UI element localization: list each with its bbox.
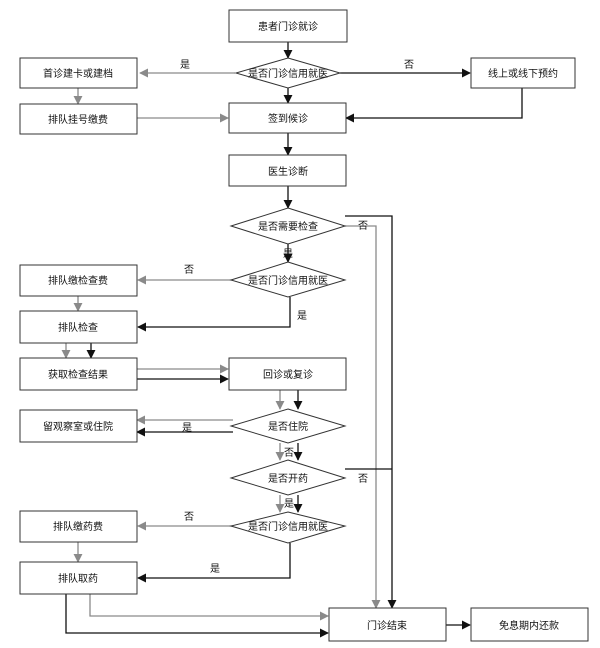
node-return-visit-label: 回诊或复诊 bbox=[263, 368, 313, 381]
label-q5-no: 否 bbox=[358, 473, 368, 485]
label-q1-no: 否 bbox=[404, 59, 414, 71]
node-doctor-diagnosis-label: 医生诊断 bbox=[268, 165, 308, 178]
node-repay-label: 免息期内还款 bbox=[499, 619, 559, 632]
decision-credit-2: 是否门诊信用就医 bbox=[229, 261, 347, 298]
edge-q6-yes bbox=[137, 543, 291, 583]
node-return-visit: 回诊或复诊 bbox=[228, 357, 347, 391]
edge-getdrug-to-end-gray bbox=[89, 594, 329, 621]
edge-labels: 是 否 否 是 否 是 是 否 否 是 否 是 bbox=[180, 59, 414, 575]
nodes: 患者门诊就诊 是否门诊信用就医 首诊建卡或建档 线上或线下预约 排队挂号缴费 签… bbox=[19, 9, 589, 642]
decision-credit-1: 是否门诊信用就医 bbox=[234, 57, 342, 89]
node-pay-drug-fee: 排队缴药费 bbox=[19, 510, 138, 543]
node-queue-register-pay-label: 排队挂号缴费 bbox=[48, 113, 108, 126]
label-q6-yes: 是 bbox=[210, 563, 220, 575]
label-q4-no: 否 bbox=[284, 447, 294, 459]
node-queue-register-pay: 排队挂号缴费 bbox=[19, 103, 138, 135]
node-checkin-label: 签到候诊 bbox=[268, 112, 308, 125]
label-q1-yes: 是 bbox=[180, 59, 190, 71]
node-get-results-label: 获取检查结果 bbox=[48, 368, 108, 381]
node-start: 患者门诊就诊 bbox=[228, 9, 348, 43]
node-pay-exam-fee-label: 排队缴检查费 bbox=[48, 274, 108, 287]
decision-credit-2-label: 是否门诊信用就医 bbox=[248, 274, 328, 287]
label-q2-yes: 是 bbox=[283, 248, 293, 260]
decision-need-exam-label: 是否需要检查 bbox=[258, 220, 318, 233]
node-repay: 免息期内还款 bbox=[470, 607, 589, 642]
decision-prescribe-label: 是否开药 bbox=[268, 473, 308, 485]
node-pay-drug-fee-label: 排队缴药费 bbox=[53, 520, 103, 533]
node-get-drugs: 排队取药 bbox=[19, 561, 138, 595]
label-q2-no: 否 bbox=[358, 220, 368, 232]
node-online-booking: 线上或线下预约 bbox=[470, 57, 576, 89]
node-online-booking-label: 线上或线下预约 bbox=[488, 67, 558, 80]
label-q4-yes: 是 bbox=[182, 422, 192, 434]
edge-q2-no-gray bbox=[345, 225, 381, 609]
node-observation: 留观察室或住院 bbox=[19, 409, 138, 443]
edge-getdrug-to-end-dark bbox=[65, 594, 329, 638]
node-end-visit-label: 门诊结束 bbox=[367, 619, 407, 632]
node-doctor-diagnosis: 医生诊断 bbox=[228, 154, 347, 187]
node-get-results: 获取检查结果 bbox=[19, 357, 138, 391]
node-get-drugs-label: 排队取药 bbox=[58, 572, 98, 585]
node-observation-label: 留观察室或住院 bbox=[43, 420, 113, 433]
node-first-visit: 首诊建卡或建档 bbox=[19, 57, 138, 89]
decision-credit-1-label: 是否门诊信用就医 bbox=[248, 67, 328, 80]
edge-q2-no-dark bbox=[345, 215, 397, 609]
node-queue-exam-label: 排队检查 bbox=[58, 321, 98, 334]
node-pay-exam-fee: 排队缴检查费 bbox=[19, 264, 138, 297]
label-q3-no: 否 bbox=[184, 264, 194, 276]
node-checkin: 签到候诊 bbox=[228, 102, 347, 134]
decision-credit-3: 是否门诊信用就医 bbox=[229, 511, 347, 544]
decision-credit-3-label: 是否门诊信用就医 bbox=[248, 520, 328, 533]
label-q5-yes: 是 bbox=[284, 498, 294, 510]
decision-hospitalize: 是否住院 bbox=[229, 408, 347, 444]
node-start-label: 患者门诊就诊 bbox=[258, 20, 318, 33]
decision-prescribe: 是否开药 bbox=[229, 459, 347, 496]
edge-q3-yes bbox=[137, 297, 291, 332]
label-q6-no: 否 bbox=[184, 511, 194, 523]
node-queue-exam: 排队检查 bbox=[19, 310, 138, 344]
decision-need-exam: 是否需要检查 bbox=[229, 207, 347, 245]
decision-hospitalize-label: 是否住院 bbox=[268, 420, 308, 433]
node-first-visit-label: 首诊建卡或建档 bbox=[43, 67, 113, 80]
edges bbox=[61, 42, 523, 638]
edge-online-to-checkin bbox=[345, 88, 523, 123]
label-q3-yes: 是 bbox=[297, 310, 307, 322]
node-end-visit: 门诊结束 bbox=[328, 607, 447, 642]
